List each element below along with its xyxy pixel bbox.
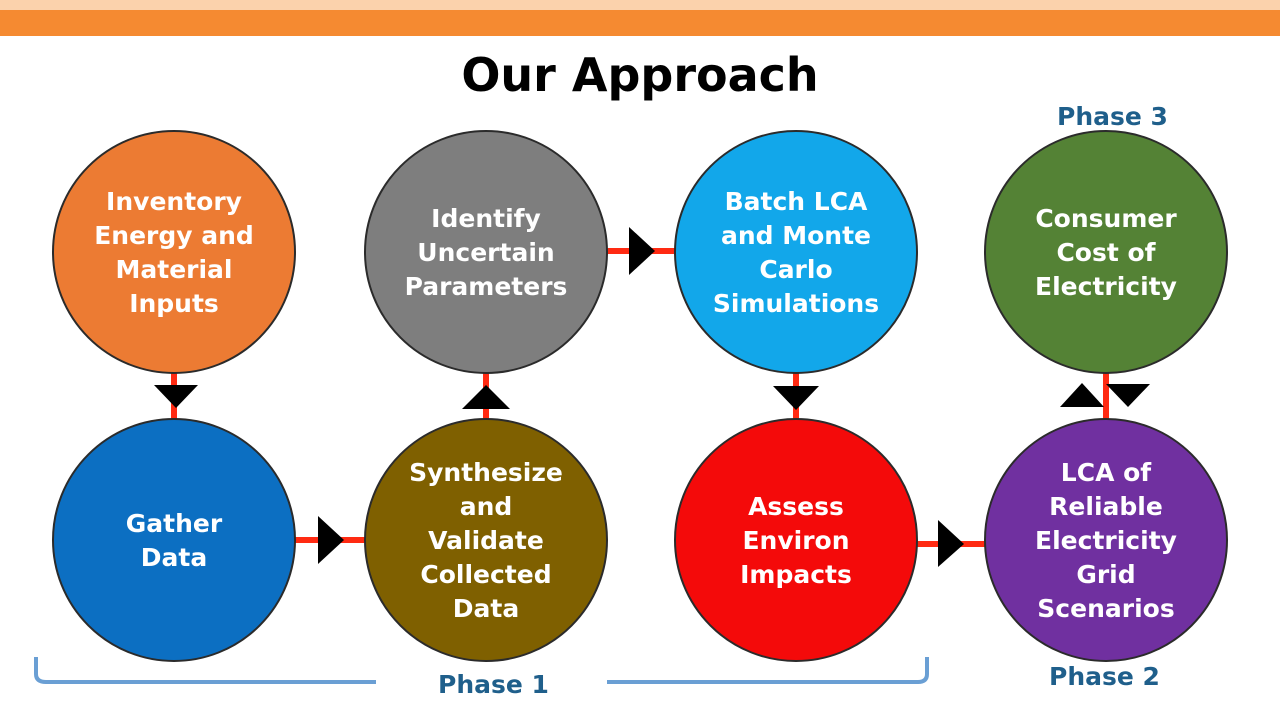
phase1-bracket-left <box>34 657 376 684</box>
arrow-down-icon <box>1106 384 1150 407</box>
node-label-line: Electricity <box>1035 272 1177 301</box>
node-circle <box>674 418 918 662</box>
node-label-line: Uncertain <box>417 238 554 267</box>
node-label-line: Impacts <box>740 560 852 589</box>
node-label-line: Simulations <box>713 289 879 318</box>
node-label-line: Synthesize <box>409 458 563 487</box>
arrow-right-icon <box>318 516 344 564</box>
node-label-line: Identify <box>431 204 541 233</box>
node-label-line: Material <box>116 255 233 284</box>
node-label-line: Data <box>141 543 207 572</box>
arrow-right-icon <box>938 520 964 567</box>
page-title: Our Approach <box>461 48 819 102</box>
node-label-line: Electricity <box>1035 526 1177 555</box>
arrow-up-icon <box>1060 383 1104 407</box>
node-label-line: Scenarios <box>1037 594 1174 623</box>
node-circle <box>674 130 918 374</box>
node-label-line: Carlo <box>759 255 832 284</box>
arrow-up-icon <box>462 385 510 409</box>
node-circle <box>364 130 608 374</box>
arrow-down-icon <box>154 385 198 408</box>
node-label-line: Batch LCA <box>725 187 868 216</box>
node-label-line: Consumer <box>1035 204 1177 233</box>
node-circle <box>984 130 1228 374</box>
node-label-line: Reliable <box>1049 492 1163 521</box>
node-label-line: Energy and <box>94 221 254 250</box>
node-label-line: Inventory <box>106 187 242 216</box>
node-label-line: Data <box>453 594 519 623</box>
node-label-line: Validate <box>428 526 544 555</box>
arrow-right-icon <box>629 227 655 275</box>
node-label-line: Environ <box>742 526 849 555</box>
arrowheads <box>154 227 1150 567</box>
header-accent-strip <box>0 0 1280 10</box>
node-label-line: Inputs <box>129 289 219 318</box>
connectors <box>171 248 1109 547</box>
node-circle <box>364 418 608 662</box>
phase3-label: Phase 3 <box>1057 102 1168 131</box>
node-circle <box>52 130 296 374</box>
header-bar <box>0 10 1280 36</box>
node-label-line: Cost of <box>1056 238 1156 267</box>
node-label-line: Grid <box>1076 560 1135 589</box>
node-circle <box>984 418 1228 662</box>
node-label-line: Parameters <box>405 272 568 301</box>
arrow-down-icon <box>773 386 819 410</box>
node-label-line: and Monte <box>721 221 871 250</box>
node-circle <box>52 418 296 662</box>
node-label-line: LCA of <box>1061 458 1153 487</box>
phase1-bracket-right <box>607 657 929 684</box>
phase1-label: Phase 1 <box>438 670 549 699</box>
node-label-line: and <box>460 492 513 521</box>
node-label-line: Assess <box>748 492 844 521</box>
phase2-label: Phase 2 <box>1049 662 1160 691</box>
node-label-line: Collected <box>420 560 551 589</box>
node-label-line: Gather <box>126 509 223 538</box>
